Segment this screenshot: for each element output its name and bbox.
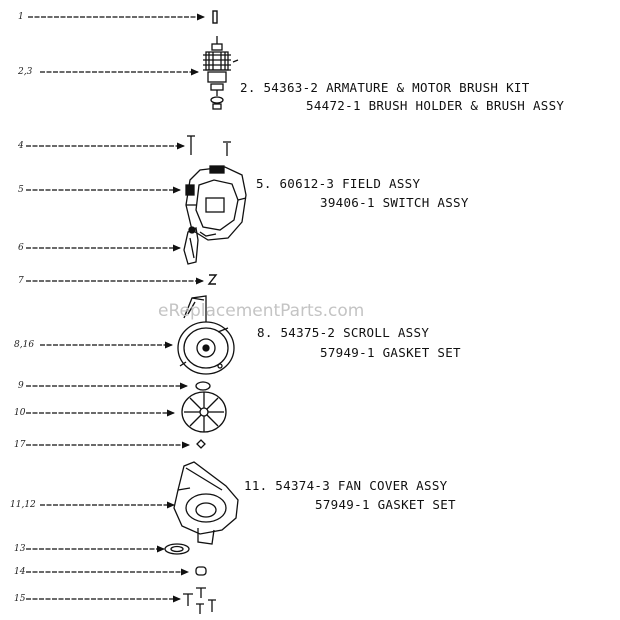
part-2-armature <box>203 36 239 110</box>
watermark: eReplacementParts.com <box>158 301 365 321</box>
callout-9: 9 <box>18 381 24 391</box>
parts-label-brush-holder: 54472-1 BRUSH HOLDER & BRUSH ASSY <box>306 98 565 113</box>
part-4-screws <box>187 135 231 156</box>
callout-1: 1 <box>18 12 24 22</box>
parts-label-armature: 2. 54363-2 ARMATURE & MOTOR BRUSH KIT <box>240 80 530 95</box>
callout-17: 17 <box>14 440 26 450</box>
parts-label-scroll: 8. 54375-2 SCROLL ASSY <box>257 325 430 340</box>
part-13-gasket <box>164 543 190 555</box>
part-15-screws <box>183 587 216 614</box>
callout-6: 6 <box>18 243 24 253</box>
callout-4: 4 <box>18 141 24 151</box>
part-10-fan <box>181 391 227 433</box>
callout-7: 7 <box>18 276 24 286</box>
part-9-gasket <box>195 381 211 391</box>
part-6-switch <box>183 226 199 265</box>
parts-label-scroll-gasket: 57949-1 GASKET SET <box>320 345 461 360</box>
part-5-field-assy <box>185 165 247 241</box>
parts-label-fan-cover-gasket: 57949-1 GASKET SET <box>315 497 456 512</box>
part-1-pin <box>212 10 218 24</box>
callout-15: 15 <box>14 594 26 604</box>
leader-lines <box>26 13 205 603</box>
part-11-fan-cover <box>173 461 239 545</box>
parts-label-field: 5. 60612-3 FIELD ASSY <box>256 176 421 191</box>
part-7-clip <box>207 274 218 285</box>
callout-14: 14 <box>14 567 26 577</box>
callout-8-16: 8,16 <box>14 340 35 350</box>
callout-13: 13 <box>14 544 26 554</box>
callout-10: 10 <box>14 408 26 418</box>
callout-5: 5 <box>18 185 24 195</box>
parts-label-fan-cover: 11. 54374-3 FAN COVER ASSY <box>244 478 448 493</box>
part-14-bushing <box>195 566 207 576</box>
callout-11-12: 11,12 <box>10 500 36 510</box>
part-8-scroll-assy <box>177 295 235 375</box>
callout-2-3: 2,3 <box>18 67 33 77</box>
parts-label-switch: 39406-1 SWITCH ASSY <box>320 195 469 210</box>
part-17-gasket <box>196 439 206 449</box>
